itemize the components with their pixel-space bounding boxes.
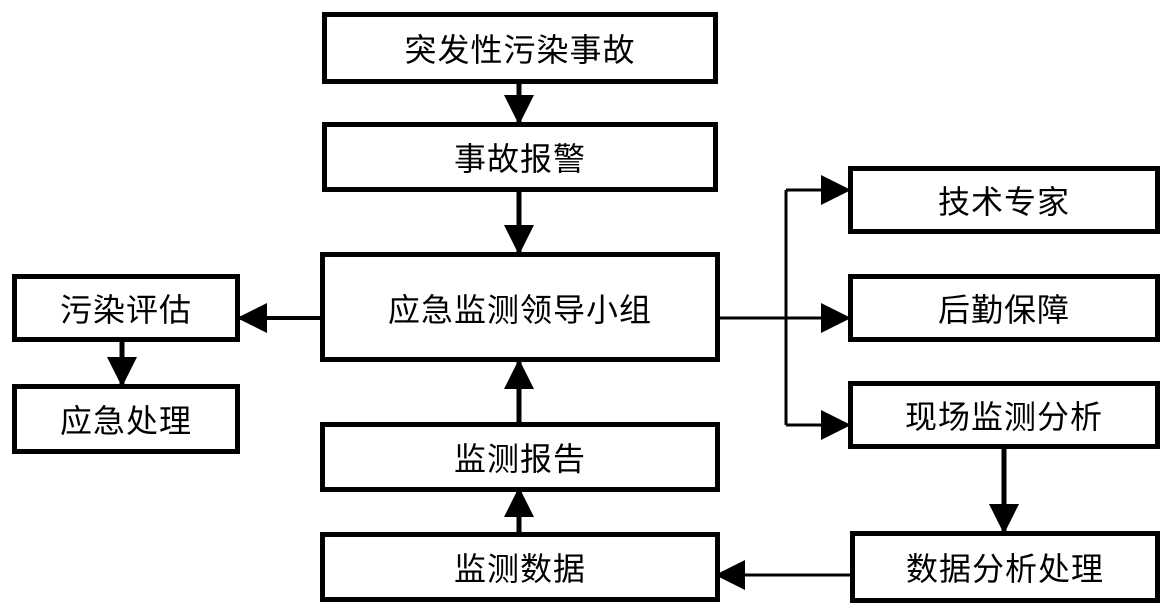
node-report: 监测报告 — [320, 422, 720, 492]
node-data-processing: 数据分析处理 — [850, 531, 1160, 603]
node-assessment: 污染评估 — [12, 274, 240, 342]
node-incident: 突发性污染事故 — [322, 12, 718, 84]
node-response: 应急处理 — [12, 384, 240, 454]
node-experts: 技术专家 — [848, 166, 1160, 234]
node-data: 监测数据 — [320, 532, 720, 602]
node-alarm: 事故报警 — [322, 122, 718, 192]
node-leader-group: 应急监测领导小组 — [320, 252, 720, 362]
node-logistics: 后勤保障 — [848, 274, 1160, 342]
node-field-analysis: 现场监测分析 — [848, 381, 1160, 449]
